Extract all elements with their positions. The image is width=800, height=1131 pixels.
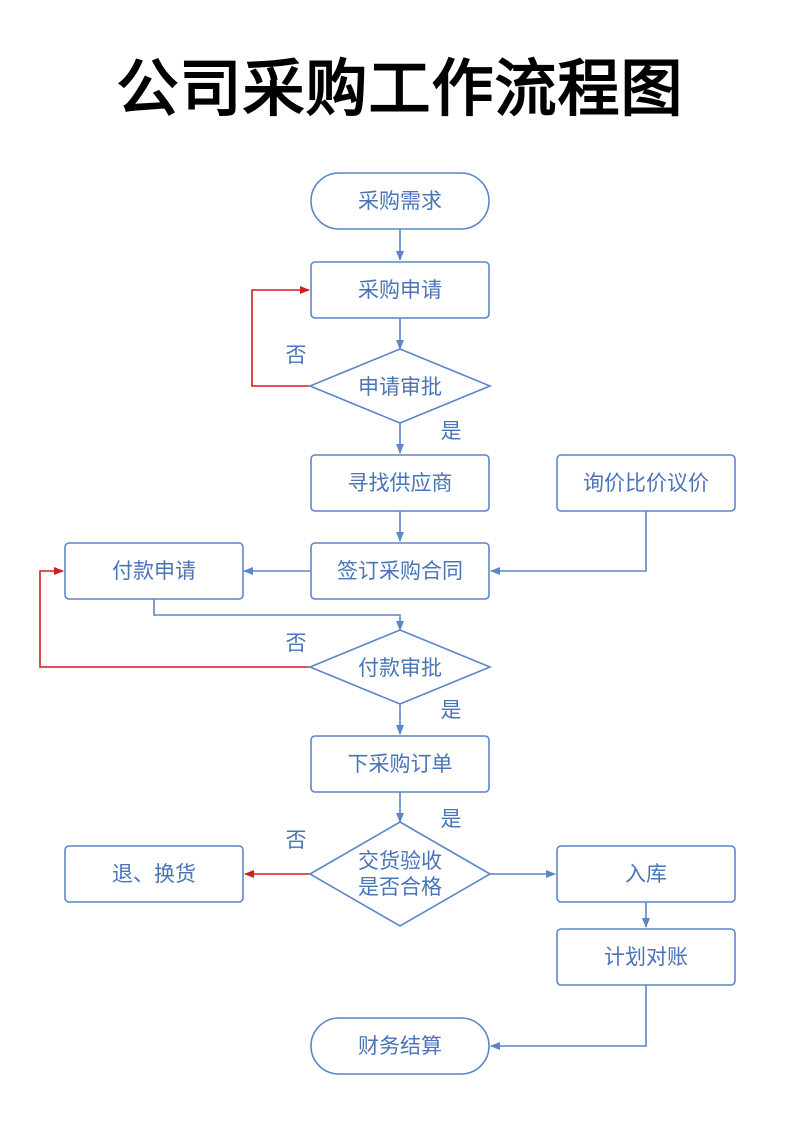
node-stock-in (556, 845, 736, 903)
node-place-order (310, 735, 490, 793)
label-finance-settle: 财务结算 (358, 1034, 442, 1058)
edge-approve-reject (251, 286, 310, 387)
node-sign-contract (310, 542, 490, 600)
label-sign-contract: 签订采购合同 (337, 559, 463, 583)
node-reconcile (556, 928, 736, 986)
label-find-supplier: 寻找供应商 (348, 471, 453, 495)
label-apply-approval: 申请审批 (358, 375, 442, 399)
branch-no-inspection: 否 (286, 828, 307, 852)
branch-no-apply: 否 (286, 343, 307, 367)
branch-yes-payment: 是 (441, 698, 462, 722)
page-title: 公司采购工作流程图 (116, 52, 684, 125)
label-inspection-line1: 交货验收 (358, 849, 442, 873)
node-finance-settle (310, 1017, 490, 1075)
label-return-exchange: 退、换货 (112, 862, 196, 886)
label-payment-apply: 付款申请 (112, 559, 196, 583)
label-purchase-apply: 采购申请 (358, 278, 442, 302)
label-purchase-demand: 采购需求 (358, 189, 442, 213)
node-purchase-apply (310, 261, 490, 319)
node-purchase-demand (310, 172, 490, 230)
node-delivery-inspection (308, 821, 492, 927)
node-payment-approval (307, 629, 493, 705)
edge-quote-to-contract (490, 511, 647, 575)
node-quote-compare (556, 454, 736, 512)
node-apply-approval (307, 348, 493, 424)
label-place-order: 下采购订单 (348, 752, 453, 776)
node-return-exchange (64, 845, 244, 903)
label-payment-approval: 付款审批 (358, 656, 442, 680)
branch-yes-apply: 是 (441, 419, 462, 443)
edge-payapprove-reject (39, 567, 310, 668)
branch-yes-inspection: 是 (441, 807, 462, 831)
label-inspection-line2: 是否合格 (358, 875, 442, 899)
label-stock-in: 入库 (625, 862, 667, 886)
label-reconcile: 计划对账 (604, 945, 688, 969)
branch-no-payment: 否 (286, 631, 307, 655)
label-quote-compare: 询价比价议价 (583, 471, 709, 495)
edge-payreq-to-payapprove (153, 599, 404, 631)
edge-reconcile-to-settle (490, 984, 647, 1050)
node-payment-apply (64, 542, 244, 600)
node-find-supplier (310, 454, 490, 512)
